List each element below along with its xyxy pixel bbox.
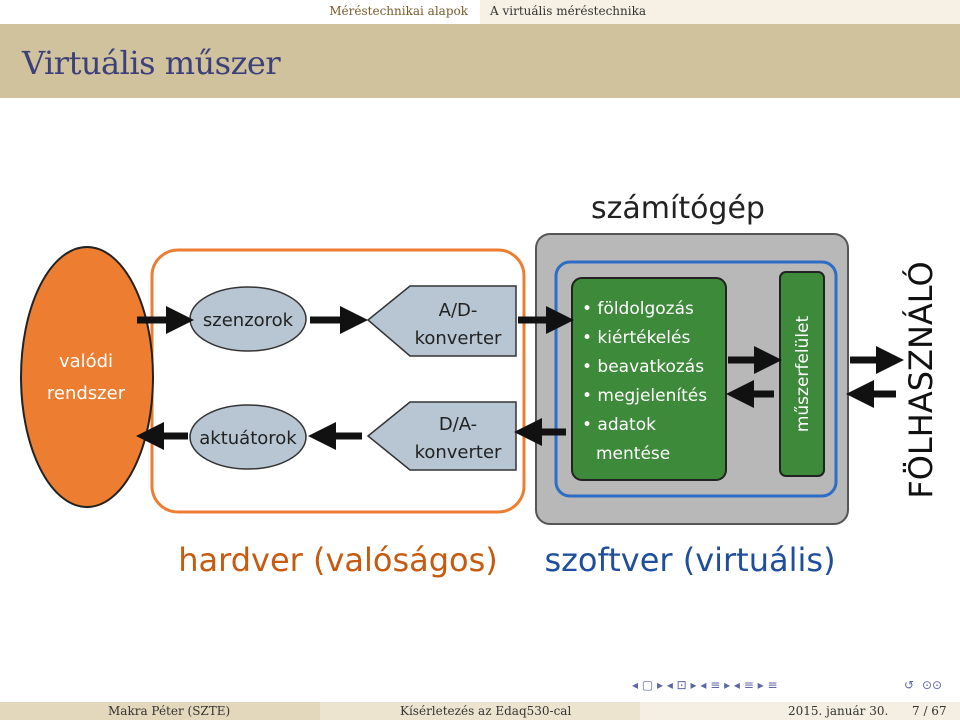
footer-page-number: 7 / 67 bbox=[912, 704, 947, 718]
footer-author: Makra Péter (SZTE) bbox=[108, 704, 230, 718]
software-function-1: • földolgozás bbox=[582, 299, 694, 319]
real-system-ellipse bbox=[21, 247, 153, 507]
footer-date: 2015. január 30. bbox=[788, 704, 888, 718]
loop-icon[interactable]: ⊙⊙ bbox=[922, 678, 942, 692]
software-function-6: mentése bbox=[596, 444, 670, 464]
ad-converter-label-1: A/D- bbox=[439, 300, 478, 321]
user-label: FÖLHASZNÁLÓ bbox=[901, 261, 940, 498]
footer-talk-title: Kísérletezés az Edaq530-cal bbox=[400, 704, 571, 718]
ad-converter-label-2: konverter bbox=[415, 328, 502, 349]
da-converter-label-2: konverter bbox=[415, 442, 502, 463]
software-function-2: • kiértékelés bbox=[582, 328, 690, 348]
instrument-panel-label: műszerfelület bbox=[793, 315, 813, 432]
software-function-4: • megjelenítés bbox=[582, 386, 707, 406]
search-icon[interactable]: ↺ bbox=[904, 678, 914, 692]
real-system-label-1: valódi bbox=[59, 351, 113, 372]
computer-label: számítógép bbox=[591, 191, 765, 226]
beamer-nav-arrows-icon[interactable]: ◂ ▢ ▸ ◂ ⊡ ▸ ◂ ≡ ▸ ◂ ≡ ▸ ≡ bbox=[632, 678, 778, 692]
software-function-5: • adatok bbox=[582, 415, 656, 435]
real-system-label-2: rendszer bbox=[47, 383, 126, 404]
software-caption: szoftver (virtuális) bbox=[544, 541, 835, 579]
actuators-label: aktuátorok bbox=[199, 428, 297, 449]
da-converter-label-1: D/A- bbox=[439, 414, 477, 435]
footer-bar: Makra Péter (SZTE) Kísérletezés az Edaq5… bbox=[0, 702, 960, 720]
hardware-caption: hardver (valóságos) bbox=[178, 541, 498, 579]
software-function-3: • beavatkozás bbox=[582, 357, 704, 377]
sensors-label: szenzorok bbox=[203, 310, 294, 331]
